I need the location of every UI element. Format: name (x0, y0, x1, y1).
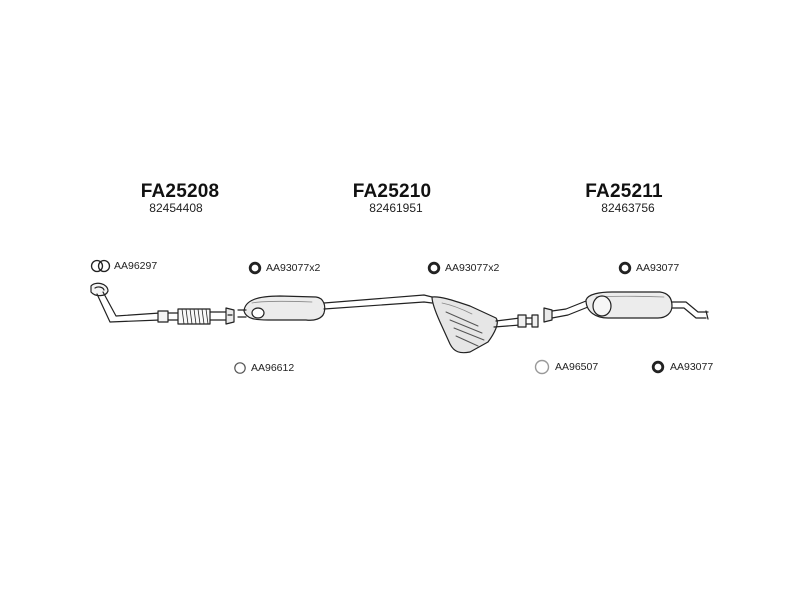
label-clamp-1: AA93077x2 (266, 262, 321, 274)
label-ring-2: AA96507 (555, 361, 599, 373)
section-code-rear: FA25211 (585, 181, 663, 202)
clamp-2-icon (427, 261, 441, 275)
clamp-4-icon (651, 360, 665, 374)
clamp-3-icon (618, 261, 632, 275)
front-pipe (90, 282, 235, 325)
label-clamp-3: AA93077 (636, 262, 680, 274)
middle-pipe-with-silencers (237, 294, 539, 354)
section-number-front: 82454408 (149, 201, 203, 215)
rear-silencer (543, 291, 709, 323)
label-clamp-2: AA93077x2 (445, 262, 500, 274)
gasket-front-icon (90, 259, 111, 273)
section-number-rear: 82463756 (601, 201, 655, 215)
ring-2-icon (534, 359, 550, 375)
label-clamp-4: AA93077 (670, 361, 714, 373)
section-code-front: FA25208 (140, 181, 220, 202)
ring-1-icon (234, 362, 246, 374)
section-number-middle: 82461951 (369, 201, 423, 215)
label-gasket-front: AA96297 (114, 260, 158, 272)
clamp-1-icon (248, 261, 262, 275)
section-code-middle: FA25210 (352, 181, 432, 202)
label-ring-1: AA96612 (251, 362, 295, 374)
